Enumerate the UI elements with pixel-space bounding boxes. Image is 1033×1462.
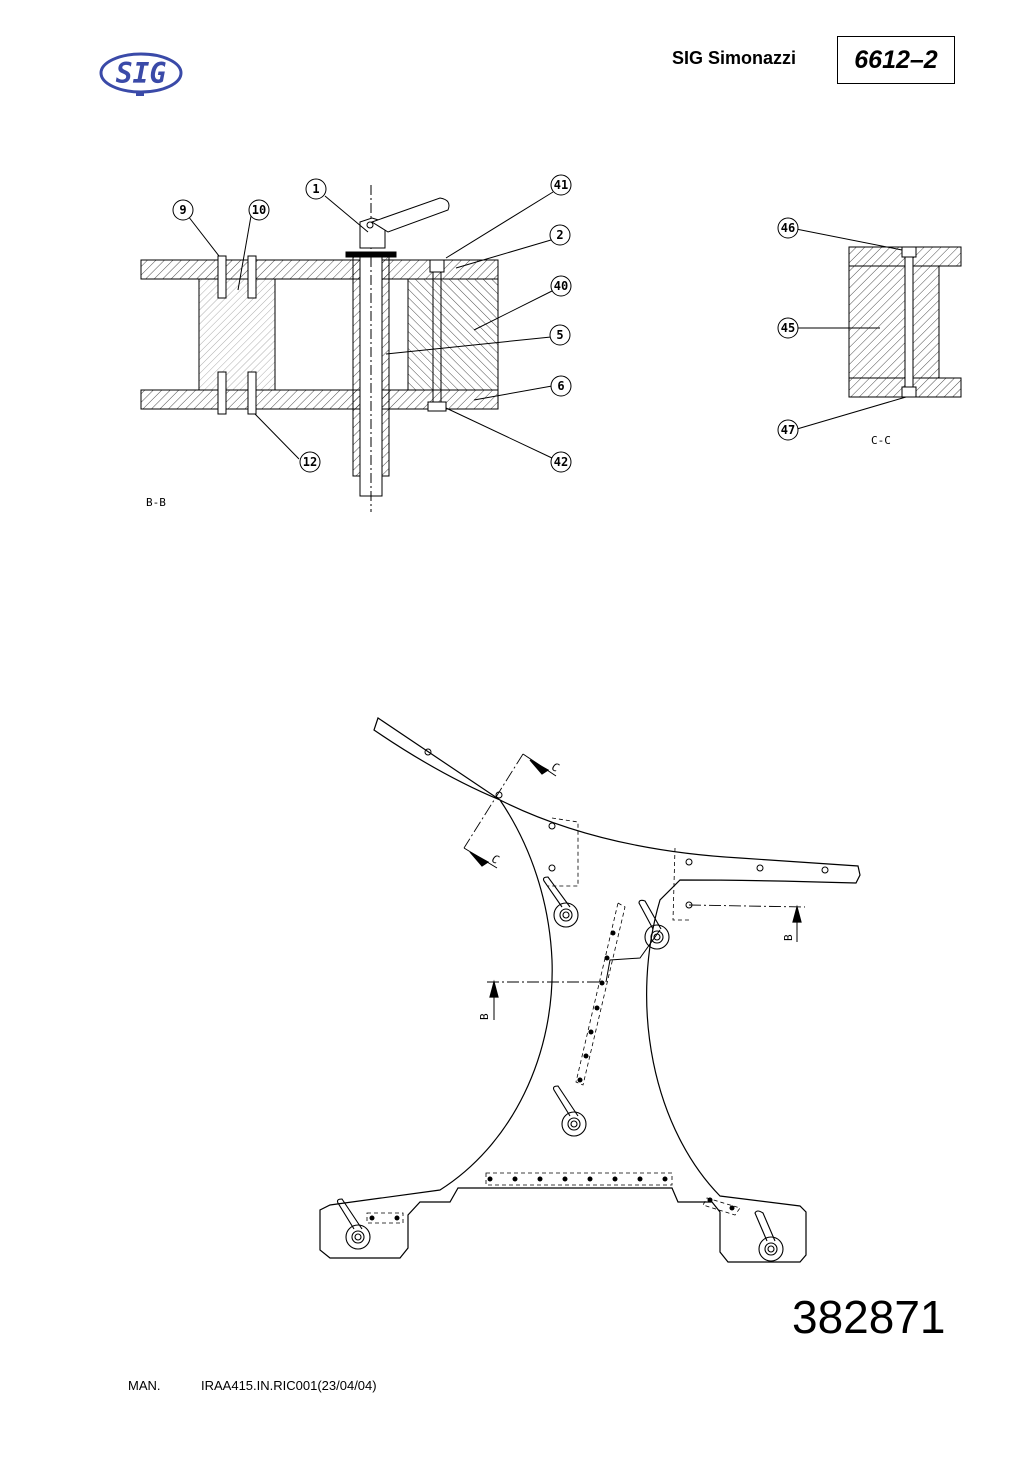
callout-42: 42 (554, 455, 568, 469)
sig-logo: SIG (99, 52, 183, 96)
callout-41: 41 (554, 178, 568, 192)
callout-1: 1 (312, 182, 319, 196)
callout-10: 10 (252, 203, 266, 217)
callout-2: 2 (556, 228, 563, 242)
section-bb-callouts: 1 41 9 10 2 40 5 6 12 42 B-B (146, 178, 568, 509)
callout-6: 6 (557, 379, 564, 393)
section-cc-title: C-C (871, 434, 891, 447)
cut-label-b-right: B (782, 934, 795, 941)
callout-9: 9 (179, 203, 186, 217)
plan-view (319, 717, 861, 1263)
callout-46: 46 (781, 221, 795, 235)
clamp-levers (336, 876, 784, 1262)
callout-5: 5 (556, 328, 563, 342)
cut-label-b-left: B (478, 1013, 491, 1020)
cut-label-c-upper: C (550, 760, 561, 775)
drawing-code: 6612–2 (837, 36, 955, 84)
callout-12: 12 (303, 455, 317, 469)
callout-40: 40 (554, 279, 568, 293)
callout-45: 45 (781, 321, 795, 335)
brand-name: SIG Simonazzi (672, 48, 797, 68)
logo-text: SIG (116, 57, 167, 90)
document-number: 382871 (792, 1291, 946, 1343)
manual-label: MAN. (128, 1378, 161, 1393)
manual-reference: IRAA415.IN.RIC001(23/04/04) (201, 1378, 377, 1393)
plan-cut-labels: C C B B (478, 760, 795, 1020)
section-bb (140, 174, 572, 512)
section-cc-callouts: 46 45 47 C-C (781, 221, 891, 447)
cut-label-c-lower: C (490, 852, 501, 867)
callout-47: 47 (781, 423, 795, 437)
section-cc (777, 217, 962, 441)
section-bb-title: B-B (146, 496, 166, 509)
